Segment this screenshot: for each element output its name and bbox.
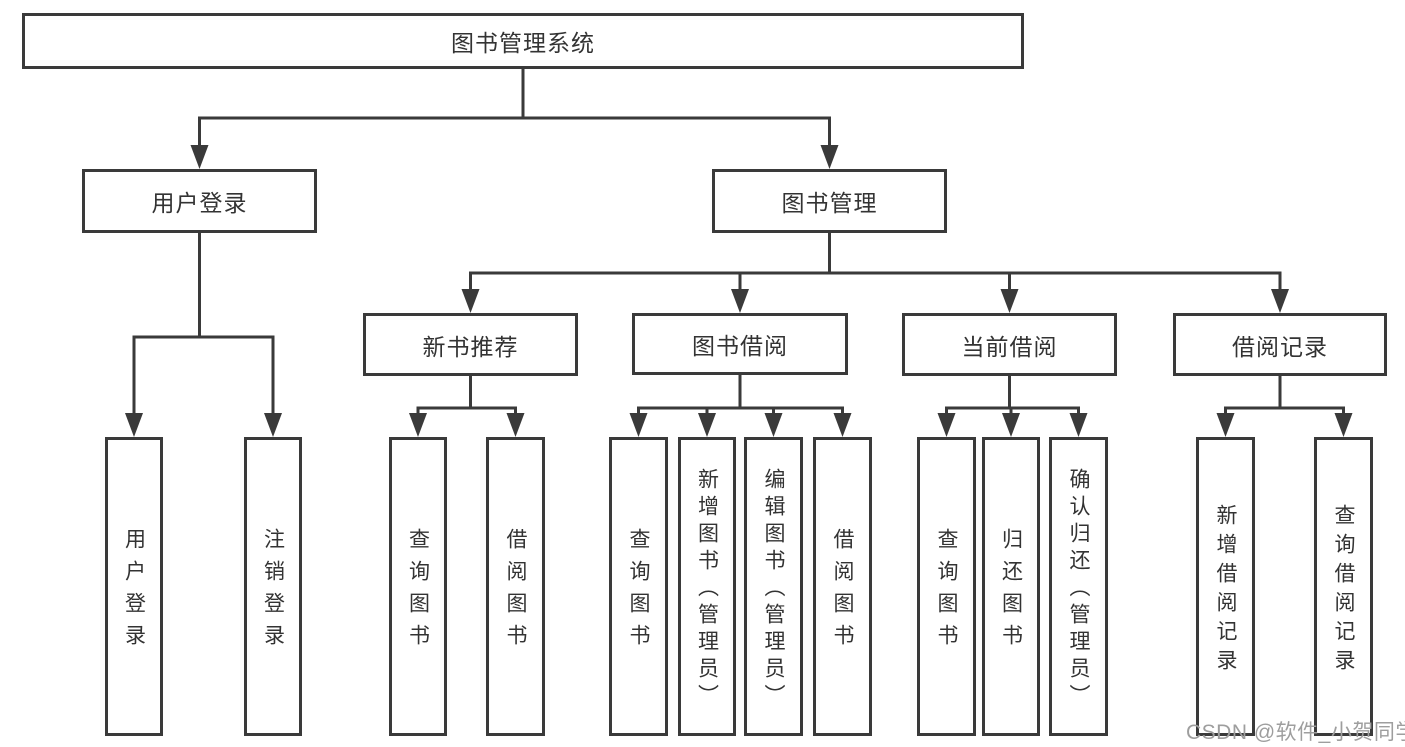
node-book-borrowing-label: 图书借阅 bbox=[692, 333, 788, 359]
node-book-management-label: 图书管理 bbox=[781, 190, 878, 216]
leaf-borrowing-add-books-admin: 新增图书（管理员） bbox=[678, 437, 736, 736]
leaf-current-return-books: 归还图书 bbox=[982, 437, 1040, 736]
leaf-borrowing-borrow-books: 借阅图书 bbox=[813, 437, 872, 736]
node-library-system: 图书管理系统 bbox=[22, 13, 1024, 69]
node-new-book-recommend-label: 新书推荐 bbox=[422, 333, 519, 360]
node-borrowing-records: 借阅记录 bbox=[1173, 313, 1387, 376]
leaf-current-return-books-label: 归还图书 bbox=[999, 528, 1023, 656]
leaf-recommend-query-books: 查询图书 bbox=[389, 437, 447, 736]
node-library-system-label: 图书管理系统 bbox=[451, 30, 595, 56]
leaf-logout-label: 注销登录 bbox=[261, 528, 285, 656]
node-borrowing-records-label: 借阅记录 bbox=[1232, 333, 1328, 360]
leaf-current-query-books: 查询图书 bbox=[917, 437, 976, 736]
leaf-borrowing-add-books-admin-label: 新增图书（管理员） bbox=[695, 468, 719, 711]
arrowheads bbox=[125, 145, 1353, 437]
node-user-login-label: 用户登录 bbox=[151, 190, 248, 216]
leaf-recommend-borrow-books-label: 借阅图书 bbox=[504, 528, 527, 656]
leaf-user-login-label: 用户登录 bbox=[122, 528, 146, 656]
leaf-logout: 注销登录 bbox=[244, 437, 302, 736]
leaf-user-login: 用户登录 bbox=[105, 437, 163, 736]
leaf-borrowing-edit-books-admin: 编辑图书（管理员） bbox=[744, 437, 803, 736]
leaf-records-add-record: 新增借阅记录 bbox=[1196, 437, 1255, 736]
node-current-borrowing: 当前借阅 bbox=[902, 313, 1117, 376]
leaf-current-query-books-label: 查询图书 bbox=[935, 528, 958, 656]
node-new-book-recommend: 新书推荐 bbox=[363, 313, 578, 376]
leaf-borrowing-edit-books-admin-label: 编辑图书（管理员） bbox=[762, 468, 785, 711]
leaf-recommend-query-books-label: 查询图书 bbox=[406, 528, 430, 656]
leaf-current-confirm-return-admin: 确认归还（管理员） bbox=[1049, 437, 1108, 736]
csdn-watermark: CSDN @软件_小贺同学 bbox=[1186, 721, 1405, 744]
node-current-borrowing-label: 当前借阅 bbox=[961, 333, 1058, 360]
leaf-borrowing-query-books-label: 查询图书 bbox=[627, 528, 650, 656]
node-book-management: 图书管理 bbox=[712, 169, 947, 233]
node-book-borrowing: 图书借阅 bbox=[632, 313, 848, 375]
leaf-current-confirm-return-admin-label: 确认归还（管理员） bbox=[1067, 468, 1090, 711]
leaf-records-query-record-label: 查询借阅记录 bbox=[1332, 503, 1355, 678]
leaf-borrowing-borrow-books-label: 借阅图书 bbox=[831, 528, 854, 656]
leaf-records-add-record-label: 新增借阅记录 bbox=[1214, 503, 1237, 678]
leaf-records-query-record: 查询借阅记录 bbox=[1314, 437, 1373, 736]
leaf-borrowing-query-books: 查询图书 bbox=[609, 437, 668, 736]
leaf-recommend-borrow-books: 借阅图书 bbox=[486, 437, 545, 736]
node-user-login: 用户登录 bbox=[82, 169, 317, 233]
